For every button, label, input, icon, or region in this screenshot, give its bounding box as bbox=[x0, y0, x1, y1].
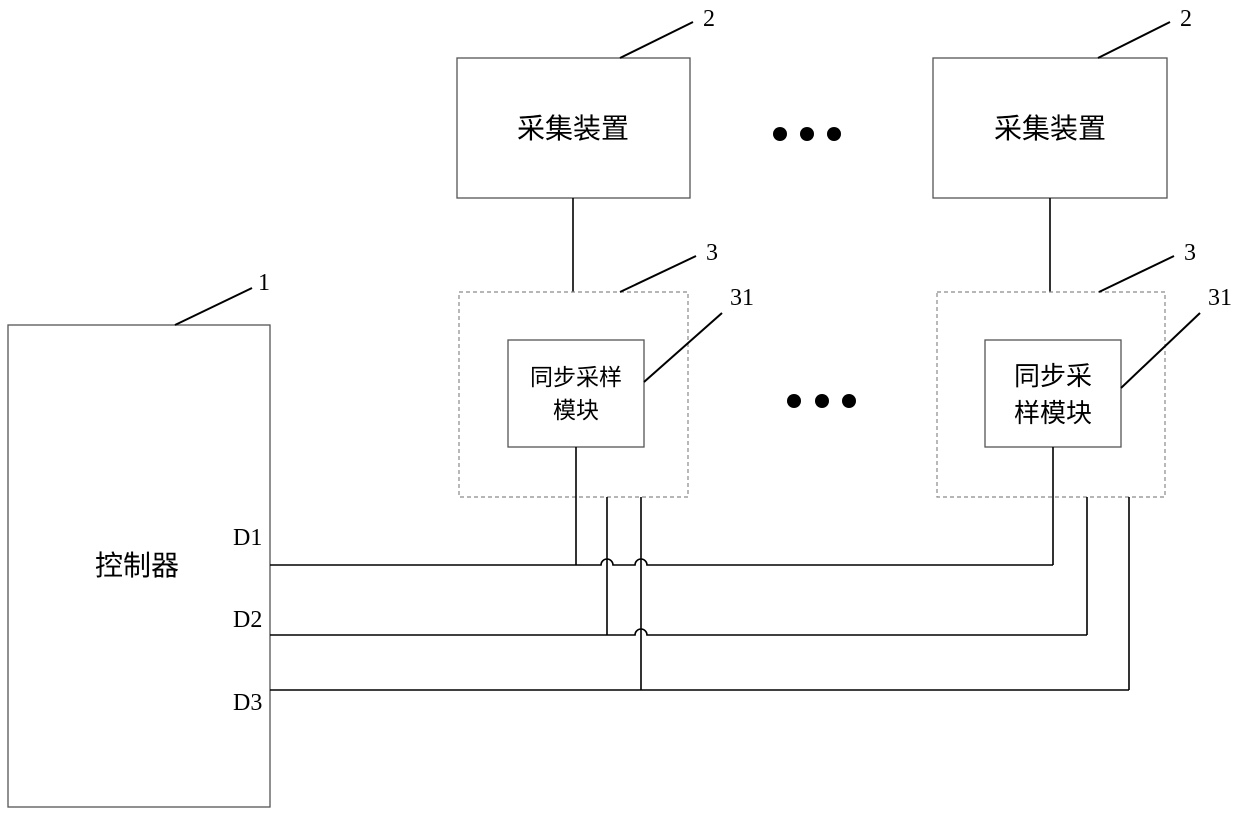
acquisition-device-label: 采集装置 bbox=[517, 112, 629, 145]
controller-block: 控制器 D1 D2 D3 1 bbox=[8, 270, 270, 807]
device-ref-number: 2 bbox=[1180, 6, 1192, 32]
controller-ref-leader bbox=[175, 288, 252, 325]
sync-sampling-ref-number: 31 bbox=[730, 285, 754, 311]
device-ref-leader bbox=[1098, 22, 1170, 58]
sync-sampling-ref-leader bbox=[1121, 313, 1200, 388]
sync-sampling-box bbox=[985, 340, 1121, 447]
module-ref-leader bbox=[1099, 256, 1174, 292]
d2-bus-line bbox=[270, 629, 1087, 635]
sync-sampling-ref-leader bbox=[644, 313, 722, 382]
sync-sampling-label-line2: 样模块 bbox=[1014, 399, 1092, 429]
sync-sampling-ref-number: 31 bbox=[1208, 285, 1232, 311]
d1-bus-line bbox=[270, 559, 1053, 565]
device-ref-number: 2 bbox=[703, 6, 715, 32]
module-dashed-box bbox=[937, 292, 1165, 497]
module-ref-leader bbox=[620, 256, 696, 292]
sync-sampling-label-line1: 同步采 bbox=[1014, 362, 1092, 392]
ellipsis-dot bbox=[773, 127, 787, 141]
ellipsis-dot bbox=[842, 394, 856, 408]
controller-label: 控制器 bbox=[95, 549, 179, 582]
port-label-d1: D1 bbox=[233, 525, 262, 551]
port-label-d2: D2 bbox=[233, 607, 262, 633]
controller-ref-number: 1 bbox=[258, 270, 270, 296]
port-label-d3: D3 bbox=[233, 690, 262, 716]
module-ref-number: 3 bbox=[1184, 240, 1196, 266]
module-ref-number: 3 bbox=[706, 240, 718, 266]
acquisition-device-1: 采集装置 2 bbox=[457, 6, 715, 198]
device-ref-leader bbox=[620, 22, 693, 58]
acquisition-device-2: 采集装置 2 bbox=[933, 6, 1192, 198]
module-unit-2: 同步采 样模块 3 31 bbox=[937, 198, 1232, 497]
module-unit-1: 同步采样 模块 3 31 bbox=[459, 198, 754, 497]
sync-sampling-label-line2: 模块 bbox=[553, 398, 599, 424]
ellipsis-middle bbox=[787, 394, 856, 408]
acquisition-device-label: 采集装置 bbox=[994, 112, 1106, 145]
module-dashed-box bbox=[459, 292, 688, 497]
sync-sampling-box bbox=[508, 340, 644, 447]
ellipsis-dot bbox=[815, 394, 829, 408]
ellipsis-dot bbox=[827, 127, 841, 141]
signal-bus bbox=[270, 447, 1129, 690]
ellipsis-top bbox=[773, 127, 841, 141]
sync-sampling-label-line1: 同步采样 bbox=[530, 365, 622, 391]
ellipsis-dot bbox=[800, 127, 814, 141]
ellipsis-dot bbox=[787, 394, 801, 408]
